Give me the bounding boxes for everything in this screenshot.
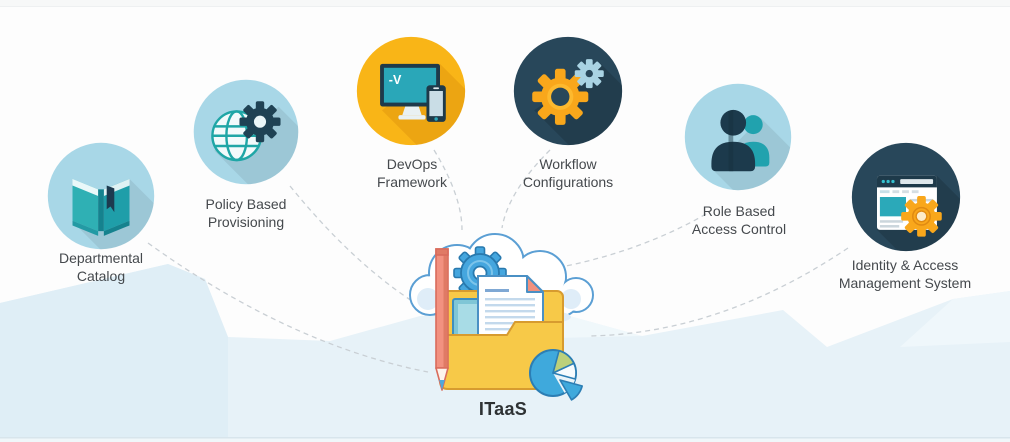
node-departmental-catalog — [44, 139, 158, 253]
open-book-glyph — [72, 178, 130, 236]
node-identity-access-management — [848, 139, 964, 255]
double-gear-icon — [513, 36, 623, 146]
node-label-devops-framework: DevOps Framework — [376, 156, 447, 190]
node-devops-framework: -V — [353, 33, 469, 149]
node-label-policy-based-provisioning: Policy Based Provisioning — [205, 196, 287, 230]
itaas-label: ITaaS — [478, 399, 528, 419]
monitor-glyph: -V — [380, 63, 440, 120]
node-label-departmental-catalog: Departmental Catalog — [58, 250, 144, 284]
itaas-cloud-illustration — [409, 233, 594, 401]
node-policy-based-provisioning — [190, 76, 302, 188]
gear-glyph — [901, 196, 942, 237]
connector-lines — [147, 149, 849, 373]
users-icon — [684, 83, 792, 191]
node-label-identity-access-management: Identity & Access Management System — [838, 257, 972, 291]
user-front-glyph — [711, 109, 756, 172]
smartphone-glyph — [426, 85, 446, 122]
node-label-role-based-access-control: Role Based Access Control — [691, 203, 787, 237]
screen-text: -V — [389, 73, 402, 87]
large-gear-glyph — [532, 68, 589, 125]
node-label-workflow-configurations: Workflow Configurations — [522, 156, 614, 190]
globe-gear-icon — [193, 79, 299, 185]
monitor-smartphone-icon: -V — [356, 36, 466, 146]
pie-chart-icon — [529, 349, 583, 401]
pencil-icon — [435, 248, 449, 391]
node-workflow-configurations — [510, 33, 626, 149]
node-role-based-access-control — [681, 80, 795, 194]
small-gear-glyph — [574, 59, 604, 89]
open-book-icon — [47, 142, 155, 250]
gear-glyph — [239, 101, 281, 143]
browser-gear-icon — [851, 142, 961, 252]
